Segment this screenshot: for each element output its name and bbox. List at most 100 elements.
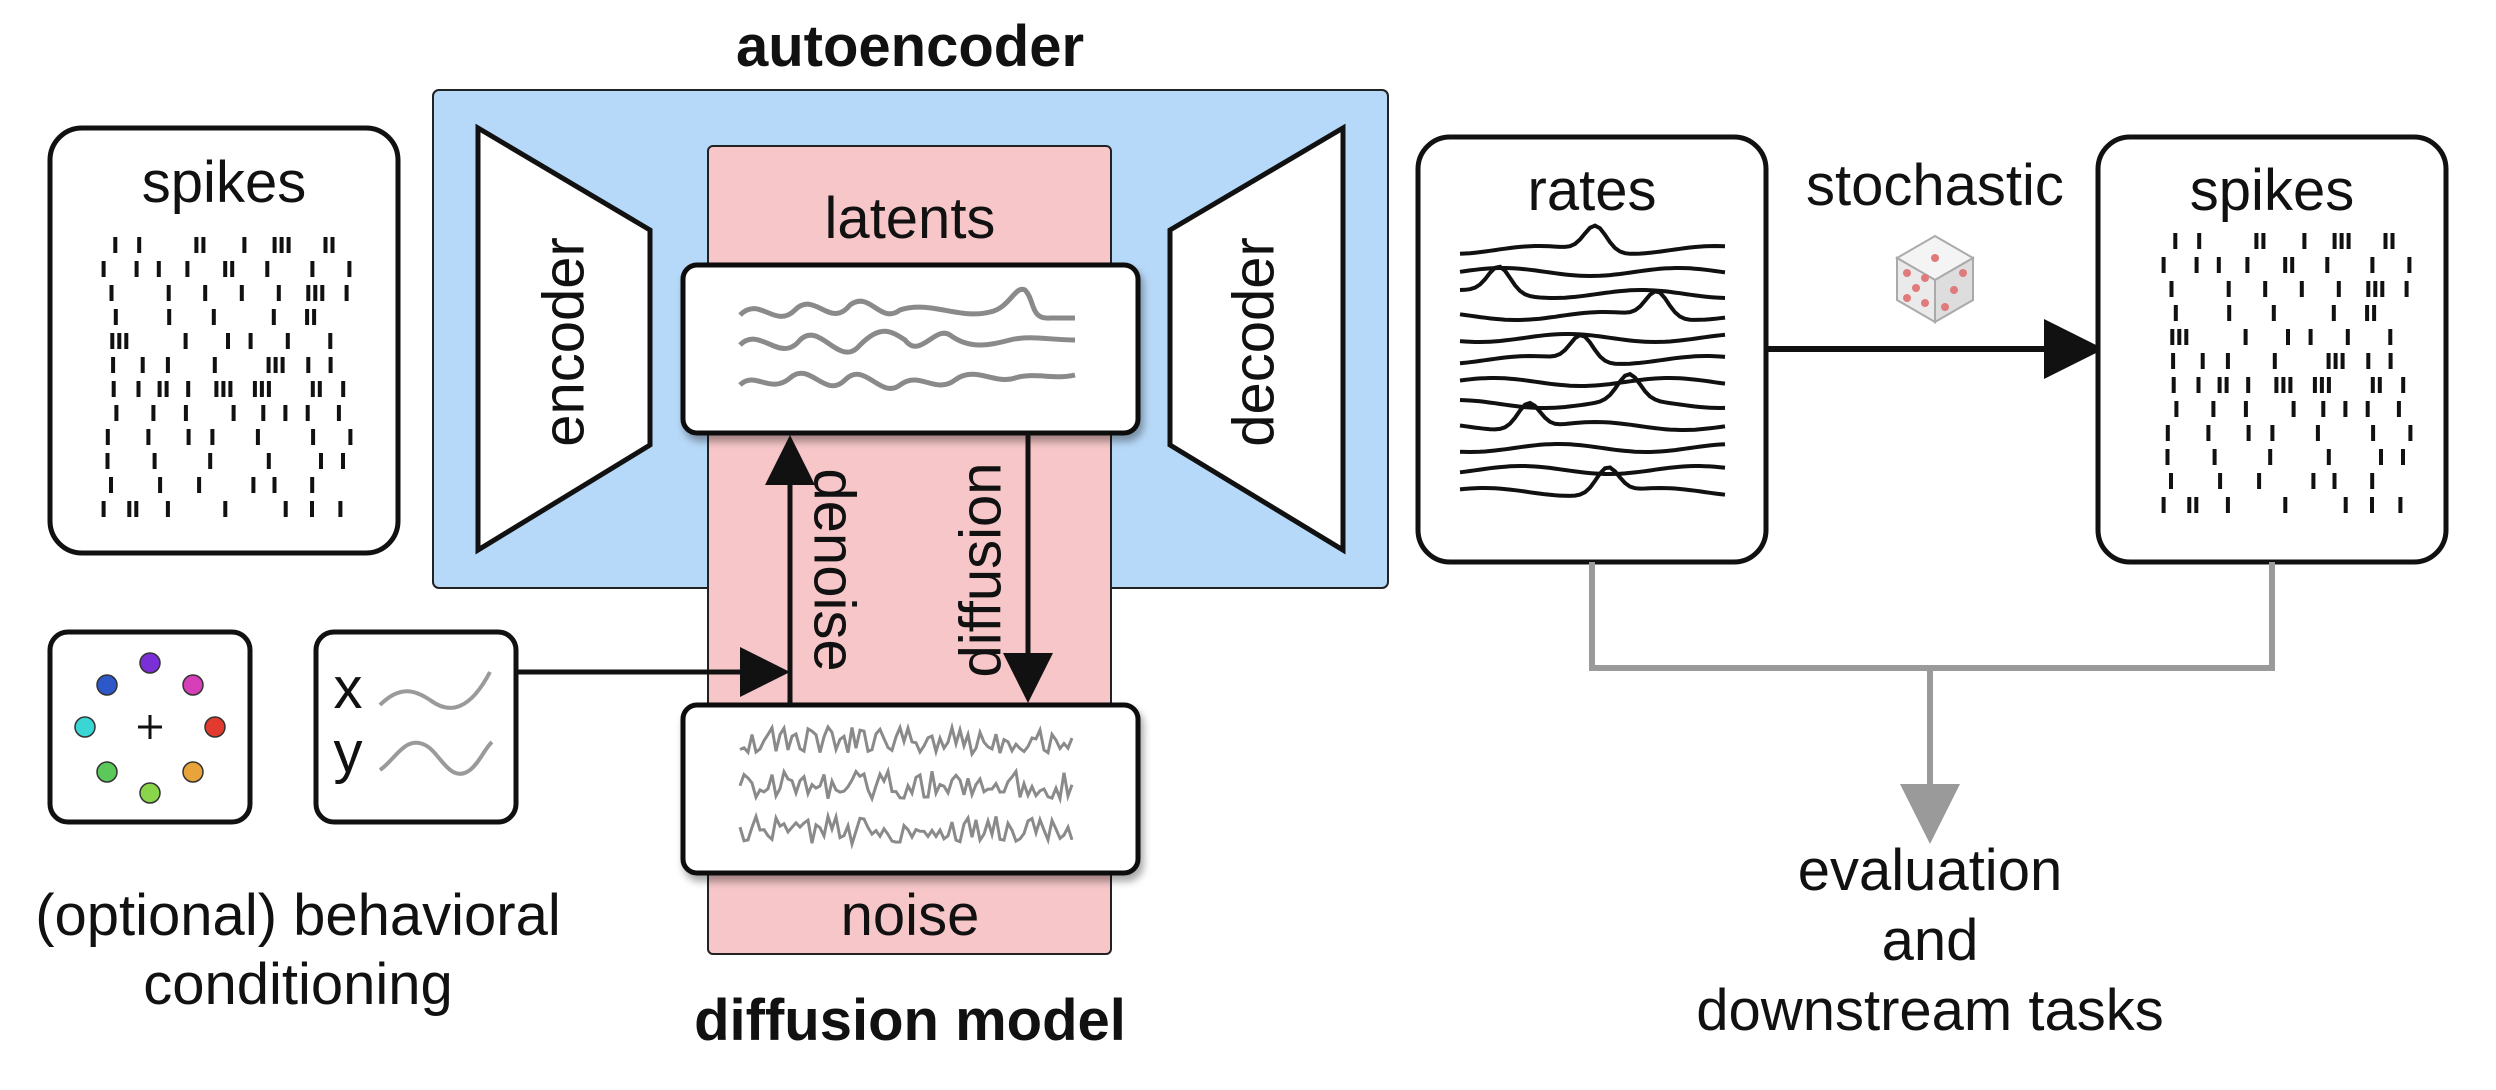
spike-tick xyxy=(330,237,335,253)
spike-tick xyxy=(266,381,271,397)
rate-trace xyxy=(1459,376,1726,388)
spike-tick xyxy=(279,237,284,253)
spike-tick xyxy=(211,309,216,325)
spike-tick xyxy=(152,453,157,469)
spike-tick xyxy=(2274,377,2279,393)
spike-tick xyxy=(239,285,244,301)
spike-tick xyxy=(221,381,226,397)
rate-trace xyxy=(1459,465,1726,498)
spike-tick xyxy=(110,333,115,349)
spike-tick xyxy=(2173,233,2178,249)
spike-tick xyxy=(310,261,315,277)
spike-tick xyxy=(157,381,162,397)
spike-tick xyxy=(2197,233,2202,249)
rate-trace xyxy=(1459,464,1726,476)
spike-tick xyxy=(2254,233,2259,249)
spike-tick xyxy=(2200,353,2205,369)
spike-tick xyxy=(113,237,118,253)
spike-tick xyxy=(252,381,257,397)
rate-trace xyxy=(1459,223,1726,256)
denoise-label: denoise xyxy=(802,468,867,671)
spike-tick xyxy=(2319,377,2324,393)
spike-tick xyxy=(2326,353,2331,369)
spike-tick xyxy=(272,477,277,493)
spike-tick xyxy=(2401,377,2406,393)
spike-tick xyxy=(2343,497,2348,513)
spike-tick xyxy=(2270,425,2275,441)
spike-tick xyxy=(2326,449,2331,465)
spike-tick xyxy=(124,333,129,349)
center-out-targets-icon xyxy=(74,652,226,804)
spike-tick xyxy=(146,429,151,445)
spike-tick xyxy=(348,429,353,445)
spike-tick xyxy=(2171,353,2176,369)
spike-tick xyxy=(2171,377,2176,393)
spike-tick xyxy=(2398,497,2403,513)
spike-tick xyxy=(2373,281,2378,297)
input-spikes-label: spikes xyxy=(142,150,306,215)
spike-tick xyxy=(230,261,235,277)
spike-tick xyxy=(347,261,352,277)
spike-tick xyxy=(310,381,315,397)
spike-tick xyxy=(183,405,188,421)
spike-tick xyxy=(2194,257,2199,273)
spike-tick xyxy=(265,261,270,277)
trajectory-icon xyxy=(378,671,494,776)
spike-tick xyxy=(186,429,191,445)
spike-tick xyxy=(255,429,260,445)
spike-tick xyxy=(266,453,271,469)
spike-tick xyxy=(186,381,191,397)
spike-tick xyxy=(251,477,256,493)
spike-tick xyxy=(2379,449,2383,465)
noise-trace xyxy=(739,721,1074,758)
spike-tick xyxy=(2321,401,2326,417)
spike-tick xyxy=(203,285,208,301)
spike-tick xyxy=(111,357,116,373)
spike-tick xyxy=(101,501,106,517)
spike-tick xyxy=(208,453,213,469)
spike-tick xyxy=(283,405,288,421)
spike-tick xyxy=(2196,377,2201,393)
spike-tick xyxy=(2311,473,2316,489)
spike-tick xyxy=(2339,233,2344,249)
spike-tick xyxy=(341,453,345,469)
spike-tick xyxy=(105,453,110,469)
rate-trace xyxy=(1459,332,1726,366)
spike-tick xyxy=(341,381,346,397)
spike-tick xyxy=(231,405,236,421)
spike-tick xyxy=(113,309,118,325)
spike-tick xyxy=(248,333,253,349)
spike-tick xyxy=(2243,401,2248,417)
spike-tick xyxy=(2263,281,2268,297)
spike-tick xyxy=(223,501,228,517)
spike-tick xyxy=(2246,377,2251,393)
spike-tick xyxy=(2388,353,2393,369)
spike-tick xyxy=(210,429,215,445)
y-label: y xyxy=(334,720,363,785)
spike-tick xyxy=(2345,329,2350,345)
spike-tick xyxy=(137,237,142,253)
spike-tick xyxy=(2227,305,2232,321)
spike-tick xyxy=(2312,377,2317,393)
spike-tick xyxy=(2291,401,2296,417)
spike-tick xyxy=(305,405,310,421)
spike-tick xyxy=(2365,401,2370,417)
spike-tick xyxy=(2340,353,2345,369)
spike-tick xyxy=(2315,425,2320,441)
spike-tick xyxy=(283,501,288,517)
spike-tick xyxy=(2325,257,2330,273)
spike-raster-icon xyxy=(101,237,353,517)
spike-tick xyxy=(311,429,316,445)
spike-tick xyxy=(2283,257,2288,273)
spike-tick xyxy=(226,333,230,349)
spike-tick xyxy=(2370,257,2375,273)
spike-tick xyxy=(201,237,206,253)
spike-tick xyxy=(2174,401,2179,417)
spike-tick xyxy=(306,357,311,373)
decoder-block xyxy=(1167,123,1346,555)
input-spikes-box xyxy=(47,125,401,556)
spike-tick xyxy=(2261,233,2266,249)
spike-tick xyxy=(2383,233,2388,249)
spike-tick xyxy=(2271,305,2276,321)
spike-tick xyxy=(2377,377,2382,393)
